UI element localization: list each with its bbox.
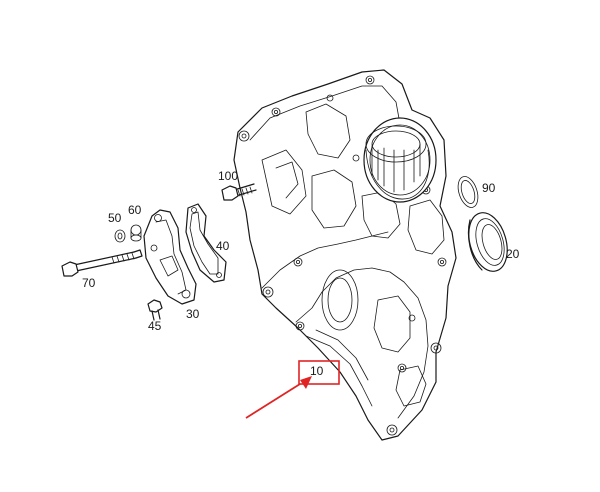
- bolt-45: [147, 299, 163, 321]
- highlight-box: [298, 360, 340, 385]
- bolt-70: [61, 249, 143, 277]
- washer-50: [114, 229, 126, 243]
- callout-30: 30: [186, 307, 200, 321]
- callout-60: 60: [128, 203, 142, 217]
- callout-70: 70: [82, 276, 96, 290]
- timing-cover-housing: [233, 69, 457, 441]
- highlight-arrow: [245, 383, 301, 419]
- callout-20: 20: [506, 247, 520, 261]
- callout-45: 45: [148, 319, 162, 333]
- highlight-arrowhead: [300, 376, 312, 389]
- callout-100: 100: [218, 169, 238, 183]
- o-ring: [457, 176, 479, 208]
- sleeve-60: [130, 224, 142, 242]
- callout-40: 40: [216, 239, 230, 253]
- radial-shaft-seal: [467, 212, 508, 272]
- gasket: [185, 203, 227, 283]
- cover-plate: [143, 209, 197, 305]
- callout-labels: 100 50 60 40 70 30 45 90 20 10: [82, 169, 520, 378]
- callout-50: 50: [108, 211, 122, 225]
- callout-90: 90: [482, 181, 496, 195]
- callout-10: 10: [310, 364, 324, 378]
- highlight-marker: [245, 360, 340, 419]
- bolt-100: [221, 183, 257, 201]
